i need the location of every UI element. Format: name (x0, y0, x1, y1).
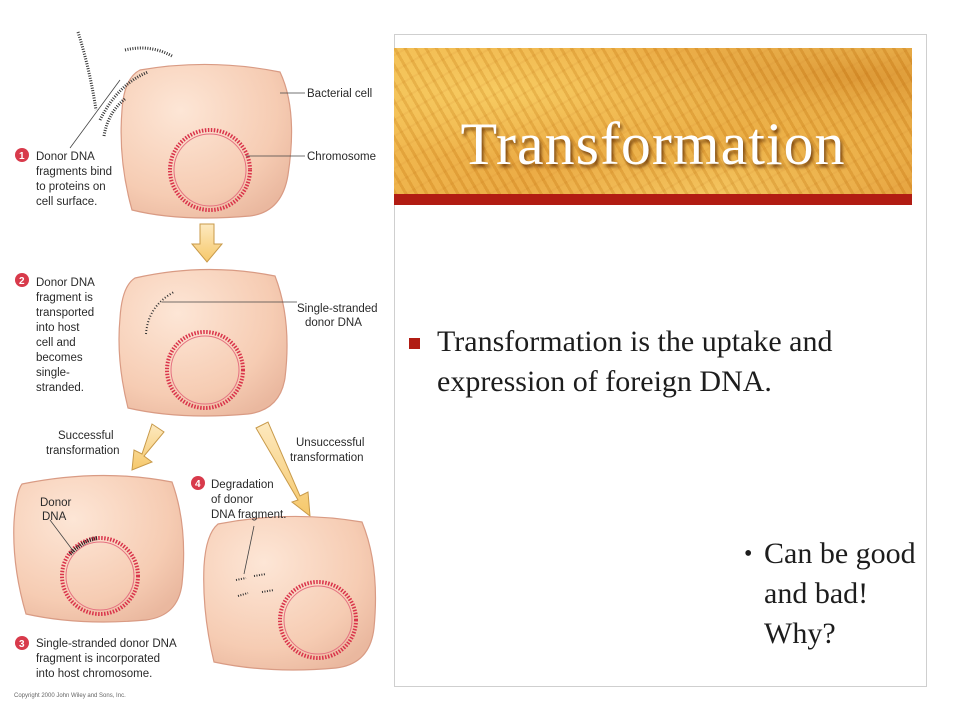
step-4-line-2: of donor (211, 494, 253, 506)
copyright-text: Copyright 2000 John Wiley and Sons, Inc. (14, 693, 126, 699)
step-2-line-5: cell and (36, 337, 76, 349)
step-2-line-2: fragment is (36, 292, 93, 304)
cell-step-4 (203, 515, 377, 671)
step-3-badge (15, 636, 29, 650)
down-arrow-icon (190, 223, 224, 263)
step-3-line-3: into host chromosome. (36, 668, 152, 680)
slide-title: Transformation (460, 111, 846, 177)
cell-step-3 (13, 474, 185, 623)
label-successful-1: Successful (58, 430, 114, 442)
step-4-line-1: Degradation (211, 479, 274, 491)
round-bullet-icon: • (744, 541, 753, 567)
step-2-line-4: into host (36, 322, 80, 334)
step-1-number: 1 (19, 151, 25, 162)
label-bacterial-cell: Bacterial cell (307, 88, 372, 100)
step-4-line-3: DNA fragment. (211, 509, 286, 521)
step-4-number: 4 (195, 479, 201, 490)
title-banner: Transformation (394, 48, 912, 194)
step-2-line-6: becomes (36, 352, 83, 364)
label-unsuccessful-2: transformation (290, 452, 364, 464)
square-bullet-icon (409, 338, 420, 349)
label-unsuccessful-1: Unsuccessful (296, 437, 364, 449)
step-2-line-7: single- (36, 367, 70, 379)
step-1-line-2: fragments bind (36, 166, 112, 178)
successful-arrow-icon (131, 423, 165, 471)
cell-step-2 (118, 268, 288, 417)
cell-step-1 (69, 31, 293, 219)
label-successful-2: transformation (46, 445, 120, 457)
step-3-number: 3 (19, 639, 25, 650)
main-bullet: Transformation is the uptake and express… (409, 322, 909, 402)
sub-bullet: • Can be good and bad! Why? (744, 534, 924, 654)
unsuccessful-arrow-icon (255, 421, 311, 518)
step-1-line-3: to proteins on (36, 181, 106, 193)
label-chromosome: Chromosome (307, 151, 376, 163)
title-underline (394, 194, 912, 205)
step-2-badge (15, 273, 29, 287)
step-2-number: 2 (19, 276, 25, 287)
sub-bullet-text: Can be good and bad! Why? (764, 537, 916, 650)
step-1-badge (15, 148, 29, 162)
step-1-line-4: cell surface. (36, 196, 97, 208)
step-3-line-1: Single-stranded donor DNA (36, 638, 177, 650)
step-3-line-2: fragment is incorporated (36, 653, 160, 665)
label-donor-dna-1: Donor (40, 497, 71, 509)
step-2-line-1: Donor DNA (36, 277, 95, 289)
step-1-line-1: Donor DNA (36, 151, 95, 163)
label-donor-dna-2: DNA (42, 511, 67, 523)
transformation-diagram: Bacterial cell Chromosome 1 Donor DNA fr… (13, 31, 378, 699)
main-bullet-text: Transformation is the uptake and express… (437, 325, 833, 398)
step-4-badge (191, 476, 205, 490)
step-2-line-3: transported (36, 307, 94, 319)
slide-frame (394, 34, 927, 687)
step-2-line-8: stranded. (36, 382, 84, 394)
label-single-stranded-1: Single-stranded (297, 303, 378, 315)
label-single-stranded-2: donor DNA (305, 317, 362, 329)
